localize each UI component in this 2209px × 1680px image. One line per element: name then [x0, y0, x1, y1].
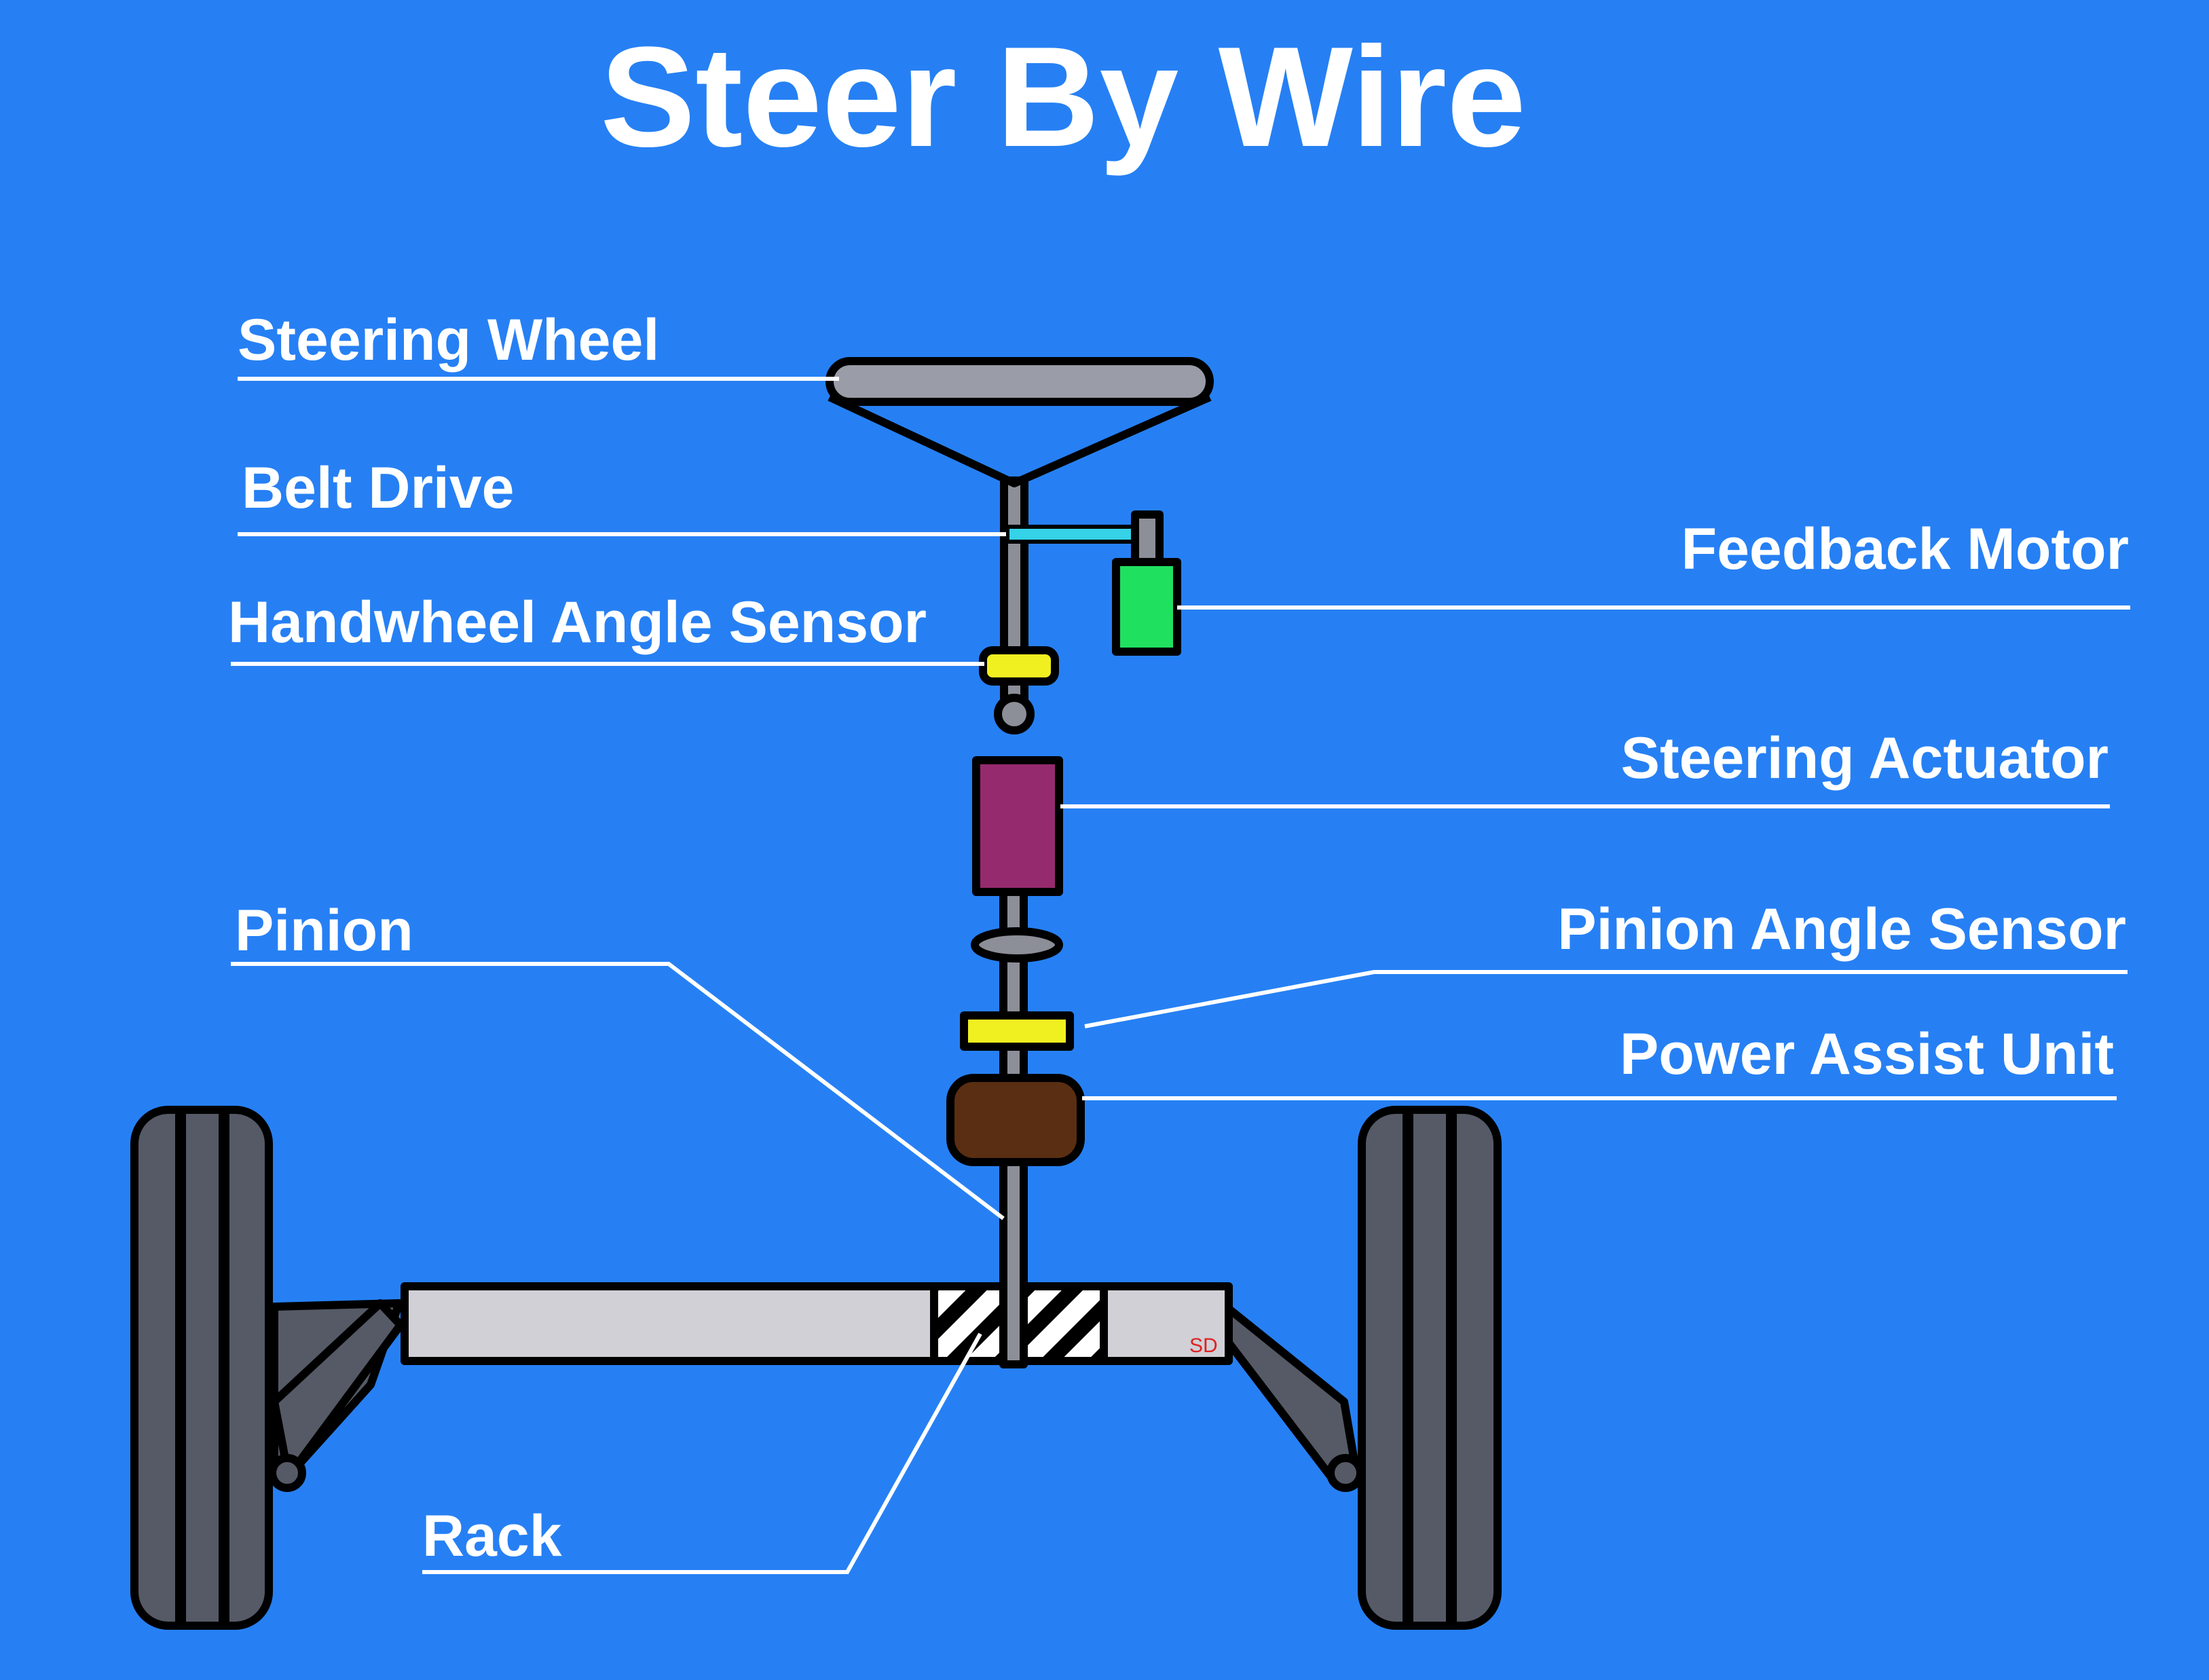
- pinion-coupling: [971, 927, 1063, 963]
- label-rack: Rack: [422, 1504, 562, 1569]
- feedback-motor: [1112, 558, 1181, 656]
- page-title: Steer By Wire: [600, 17, 1526, 176]
- rack-bar: [401, 1282, 1233, 1365]
- power-assist-unit: [946, 1074, 1085, 1166]
- label-steering-wheel: Steering Wheel: [238, 307, 659, 373]
- label-handwheel-angle-sensor: Handwheel Angle Sensor: [228, 590, 927, 655]
- handwheel-angle-sensor: [979, 646, 1059, 686]
- label-power-assist-unit: Power Assist Unit: [1620, 1022, 2114, 1087]
- label-pinion-angle-sensor: Pinion Angle Sensor: [1557, 897, 2126, 962]
- label-belt-drive: Belt Drive: [242, 455, 515, 521]
- signature-mark: SD: [1189, 1334, 1218, 1357]
- steering-wheel: [825, 357, 1214, 487]
- steering-actuator: [972, 756, 1063, 896]
- left-wheel: [130, 1106, 405, 1630]
- label-feedback-motor: Feedback Motor: [1682, 517, 2129, 582]
- right-wheel: [1211, 1106, 1502, 1630]
- right-tire: [1358, 1106, 1502, 1630]
- belt-drive: [1005, 525, 1155, 544]
- leader-lines: [231, 377, 2130, 1574]
- label-pinion: Pinion: [235, 898, 413, 963]
- left-tire: [130, 1106, 273, 1630]
- shaft-end-cap: [994, 694, 1035, 734]
- pinion-angle-sensor: [960, 1011, 1074, 1051]
- label-steering-actuator: Steering Actuator: [1621, 726, 2109, 791]
